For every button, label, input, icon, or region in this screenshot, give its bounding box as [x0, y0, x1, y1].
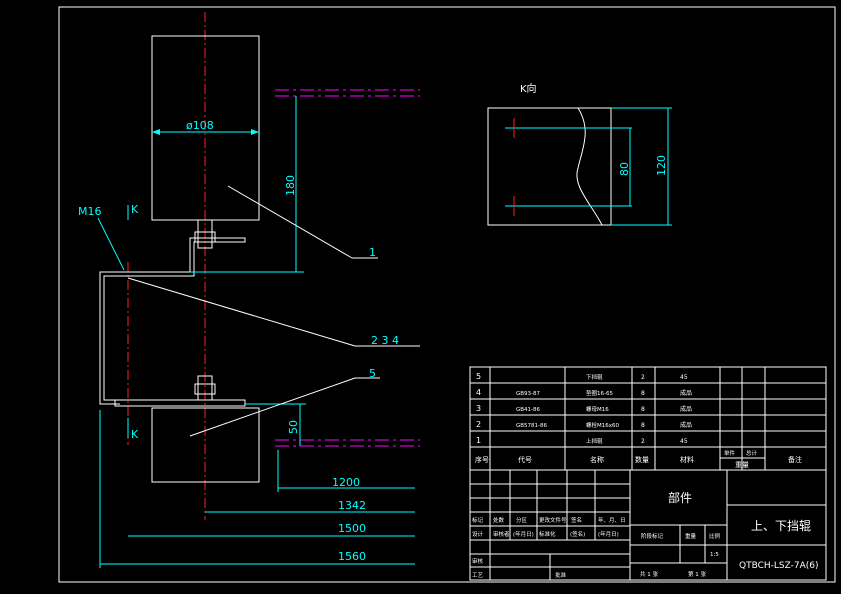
tb-stage-mark: 阶段标记: [641, 532, 664, 540]
dim-1560-text: 1560: [338, 550, 366, 563]
bom-header-unit: 单件: [724, 449, 736, 457]
thread-leader: [97, 217, 125, 271]
bom-cell-code: GB93-87: [516, 391, 541, 397]
lower-bracket: [114, 399, 246, 407]
dim-80-text: 80: [618, 162, 631, 176]
dim-1342-text: 1342: [338, 499, 366, 512]
dim-180-text: 180: [284, 175, 297, 196]
dia-arrow-left: [152, 129, 160, 135]
callout-234: 2 3 4: [371, 334, 399, 347]
tb-date2: (年月日): [598, 530, 619, 538]
tb-sign-date: (年月日): [513, 530, 534, 538]
bom-header-material: 材料: [680, 455, 694, 464]
bom-cell-name: 垫圈16-65: [586, 389, 613, 397]
tb-review: 审核: [472, 557, 484, 565]
k-mark-bottom: K: [131, 428, 139, 441]
tb-scale-label: 比例: [709, 532, 721, 540]
tb-weight-label: 重量: [685, 532, 697, 540]
dim-1500-text: 1500: [338, 522, 366, 535]
bom-header-qty: 数量: [635, 455, 649, 464]
bom-cell-qty: 8: [641, 390, 645, 397]
dim-1200-text: 1200: [332, 476, 360, 489]
title-block-text: 标记 处数 分区 更改文件号 签名 年、月、日 设计 审核者 (年月日) 标准化…: [472, 490, 819, 579]
tb-sign2: (签名): [570, 530, 585, 538]
thread-label: M16: [78, 205, 102, 218]
bom-cell-name: 螺栓M16x60: [586, 421, 619, 429]
tb-sheet-total: 共 1 张: [640, 570, 658, 578]
leader-5: [189, 377, 356, 437]
tb-part-name: 上、下挡辊: [751, 519, 811, 533]
k-view-plate: [487, 107, 612, 226]
bom-cell-material: 成品: [680, 405, 692, 413]
channel-outer: [99, 271, 120, 405]
leader-1: [227, 185, 353, 259]
tb-process: 工艺: [472, 572, 484, 579]
tb-approve: 批准: [555, 571, 567, 579]
dia-arrow-right: [251, 129, 259, 135]
bom-cell-name: 螺母M16: [586, 405, 609, 413]
bom-cell-qty: 2: [641, 374, 645, 381]
bom-cell-material: 45: [680, 438, 688, 445]
dim-120-text: 120: [655, 155, 668, 176]
tb-category: 部件: [668, 490, 692, 505]
bom-cell-material: 成品: [680, 389, 692, 397]
bom-header-weight: 重量: [735, 461, 749, 469]
tb-zone: 分区: [516, 516, 528, 524]
dim-50-text: 50: [287, 420, 300, 434]
bom-header: 序号 代号 名称 数量 材料 单件 总计 重量 备注: [475, 449, 802, 469]
tb-count: 处数: [493, 516, 505, 524]
bom-cell-name: 上挡辊: [586, 437, 603, 445]
bom-cell-material: 成品: [680, 421, 692, 429]
tb-checker: 审核者: [493, 530, 510, 538]
k-view-break: [576, 107, 603, 226]
callout-5: 5: [369, 367, 376, 380]
bom-cell-material: 45: [680, 374, 688, 381]
tb-drawing-no: QTBCH-LSZ-7A(6): [739, 561, 819, 571]
leader-234: [127, 277, 356, 347]
k-mark-top: K: [131, 203, 139, 216]
k-view-title: K向: [520, 82, 537, 95]
channel-inner: [103, 275, 120, 401]
bom-cell-code: GB5781-86: [516, 423, 548, 429]
bom-table: [469, 366, 827, 471]
tb-design: 设计: [472, 530, 484, 538]
bom-header-total: 总计: [746, 449, 758, 457]
drawing-frame: [58, 6, 836, 583]
lower-shaft: [197, 375, 213, 401]
upper-shaft: [197, 219, 213, 249]
bom-header-name: 名称: [590, 455, 604, 464]
bom-cell-no: 5: [476, 372, 481, 381]
tb-mark: 标记: [472, 516, 484, 524]
tb-scale: 1:5: [710, 552, 719, 558]
lower-nut: [194, 383, 216, 395]
title-block: [469, 469, 827, 581]
tb-date: 年、月、日: [598, 516, 626, 524]
bom-cell-qty: 8: [641, 422, 645, 429]
lower-roller-body: [151, 407, 260, 483]
tb-sign: 签名: [571, 516, 582, 524]
bom-rows: 5 下挡辊 2 45 4 GB93-87 垫圈16-65 8 成品 3 GB41-86 螺母M16 8 成…: [476, 372, 692, 445]
tb-sheet-no: 第 1 张: [688, 570, 706, 578]
bom-cell-no: 3: [476, 404, 481, 413]
bom-cell-qty: 2: [641, 438, 645, 445]
bom-header-remark: 备注: [788, 455, 802, 464]
bom-cell-qty: 8: [641, 406, 645, 413]
upper-bracket: [120, 237, 246, 277]
tb-standard: 标准化: [539, 530, 556, 538]
bom-cell-code: GB41-86: [516, 407, 541, 413]
callout-1: 1: [369, 246, 376, 259]
bom-header-code: 代号: [518, 455, 532, 464]
bom-cell-no: 2: [476, 420, 481, 429]
bom-header-no: 序号: [475, 455, 489, 464]
bom-cell-name: 下挡辊: [586, 373, 603, 381]
bom-cell-no: 1: [476, 436, 481, 445]
tb-change-no: 更改文件号: [539, 516, 567, 524]
dia108-text: ø108: [186, 119, 214, 132]
bom-cell-no: 4: [476, 388, 481, 397]
